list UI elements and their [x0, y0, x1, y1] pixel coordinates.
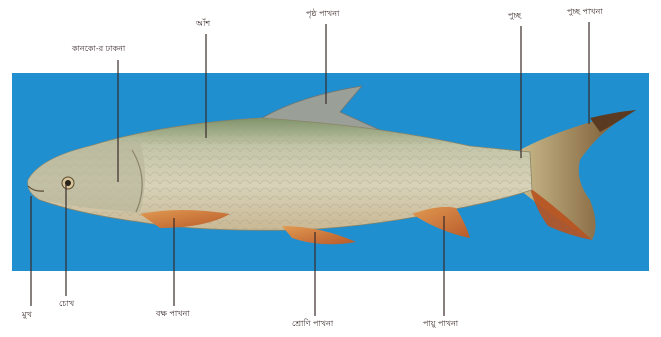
label-caudal-fin: পুচ্ছ পাখনা	[567, 7, 603, 17]
label-anal-fin: পায়ু পাখনা	[423, 319, 458, 329]
label-pectoral-fin: বক্ষ পাখনা	[156, 309, 190, 319]
label-mouth: মুখ	[22, 310, 32, 320]
label-dorsal-fin: পৃষ্ঠ পাখনা	[306, 9, 339, 19]
label-tail: পুচ্ছ	[508, 11, 521, 21]
label-pelvic-fin: শ্রোণি পাখনা	[292, 319, 333, 329]
label-scale: আঁশ	[196, 19, 210, 29]
label-eye: চোখ	[59, 299, 74, 309]
label-gill-cover: কানকো-র ঢাকনা	[72, 44, 125, 54]
